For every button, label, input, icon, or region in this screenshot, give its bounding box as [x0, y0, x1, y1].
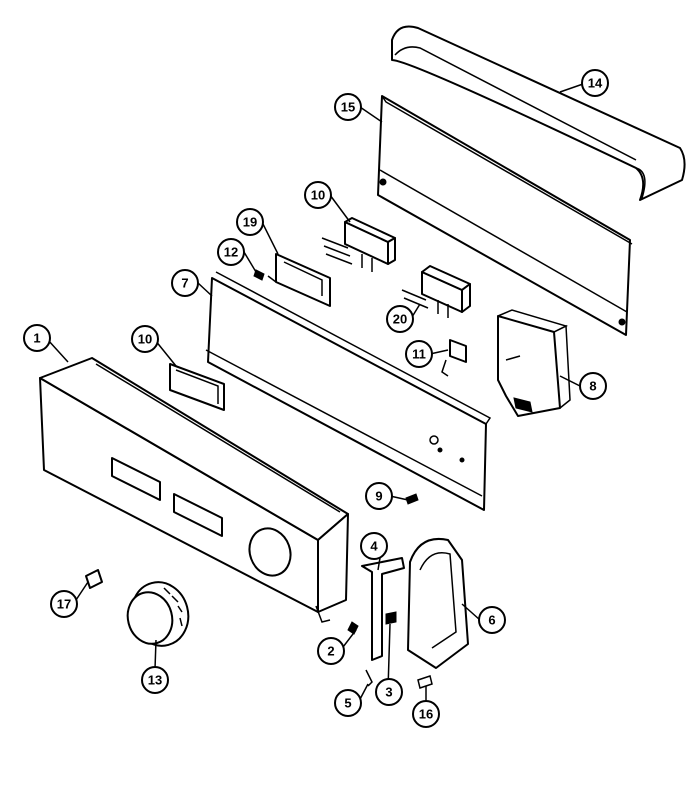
- svg-text:11: 11: [412, 347, 426, 362]
- callout-19: 19: [236, 208, 264, 236]
- part-12-screw: [253, 269, 265, 281]
- callout-9: 9: [365, 482, 393, 510]
- svg-text:12: 12: [224, 245, 238, 260]
- callout-11: 11: [405, 340, 433, 368]
- part-6-end-cap: [407, 538, 469, 669]
- callout-3: 3: [375, 678, 403, 706]
- callout-1: 1: [23, 324, 51, 352]
- callout-10-upper: 10: [304, 181, 332, 209]
- svg-text:9: 9: [375, 489, 382, 504]
- part-13-timer-knob: [126, 581, 190, 647]
- part-9-screw: [405, 493, 419, 505]
- svg-text:4: 4: [370, 539, 378, 554]
- callout-20: 20: [386, 305, 414, 333]
- callout-17: 17: [50, 590, 78, 618]
- part-19-bracket: [267, 253, 331, 307]
- part-7-mounting-plate: [205, 271, 492, 511]
- svg-text:5: 5: [344, 696, 351, 711]
- part-10-terminal-block-upper: [321, 217, 396, 272]
- part-20-terminal-block: [401, 265, 471, 318]
- part-3-clip: [385, 611, 397, 625]
- callout-13: 13: [141, 666, 169, 694]
- part-8-timer-module: [497, 309, 571, 417]
- callout-8: 8: [579, 372, 607, 400]
- svg-text:6: 6: [488, 613, 495, 628]
- callout-5: 5: [334, 689, 362, 717]
- part-18-display-lens: [169, 363, 225, 411]
- part-4-trim-strip: [361, 557, 405, 661]
- part-15-rear-panel: [377, 95, 633, 336]
- part-14-top-cap: [391, 25, 686, 201]
- part-16-clip: [417, 675, 433, 689]
- svg-text:10: 10: [138, 332, 152, 347]
- leader-lines: [47, 83, 584, 705]
- svg-text:13: 13: [148, 673, 162, 688]
- part-5-screw: [365, 669, 373, 687]
- part-1-control-panel: [39, 357, 349, 623]
- part-2-screw: [347, 621, 359, 635]
- svg-text:1: 1: [33, 331, 40, 346]
- svg-text:19: 19: [243, 215, 257, 230]
- callout-6: 6: [478, 606, 506, 634]
- svg-text:10: 10: [311, 188, 325, 203]
- callout-16: 16: [412, 700, 440, 728]
- callout-7: 7: [171, 269, 199, 297]
- svg-text:2: 2: [327, 644, 334, 659]
- callout-4: 4: [360, 532, 388, 560]
- part-17-knob-cap: [85, 569, 103, 589]
- svg-text:3: 3: [385, 685, 392, 700]
- svg-text:15: 15: [341, 100, 355, 115]
- callout-2: 2: [317, 637, 345, 665]
- svg-text:17: 17: [57, 597, 71, 612]
- callout-12: 12: [217, 238, 245, 266]
- svg-text:20: 20: [393, 312, 407, 327]
- svg-text:14: 14: [588, 76, 603, 91]
- part-11-switch: [441, 339, 467, 377]
- callout-15: 15: [334, 93, 362, 121]
- callout-10-lower: 10: [131, 325, 159, 353]
- svg-text:8: 8: [589, 379, 596, 394]
- svg-text:16: 16: [419, 707, 433, 722]
- callout-14: 14: [581, 69, 609, 97]
- svg-text:7: 7: [181, 276, 188, 291]
